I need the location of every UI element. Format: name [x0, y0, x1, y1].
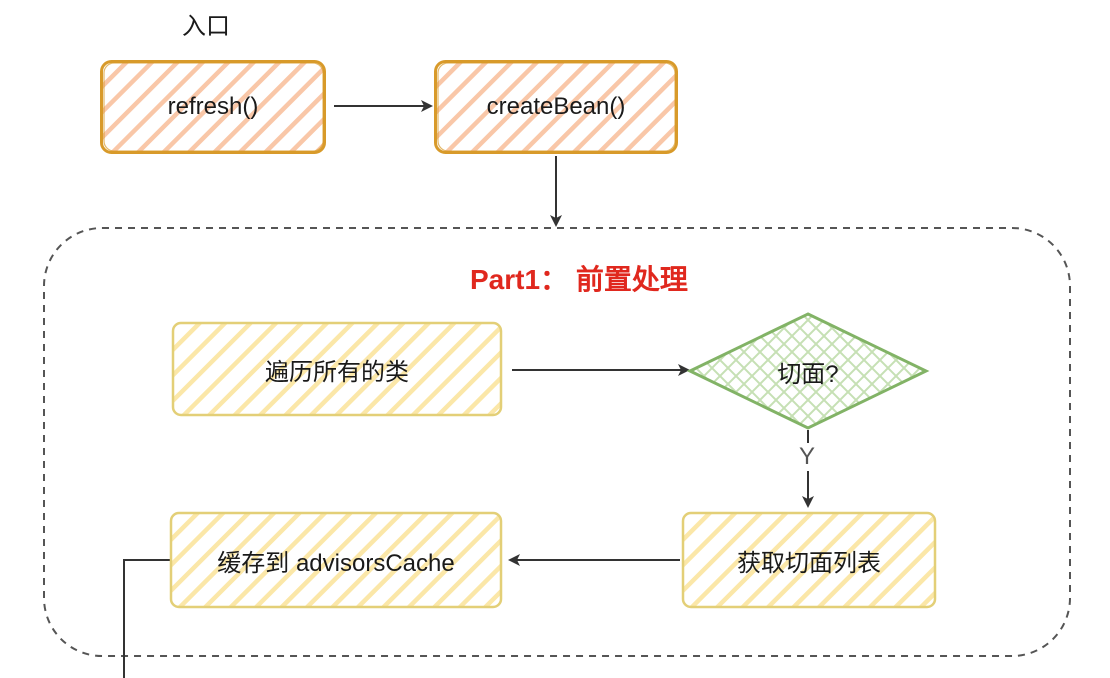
cache-advisors-node-shape	[169, 511, 503, 609]
is-aspect-decision: 切面?	[686, 312, 930, 430]
part1-title: Part1： 前置处理	[470, 264, 688, 295]
is-aspect-decision-shape	[686, 312, 930, 430]
part1-group-border	[43, 227, 1071, 657]
createbean-node-shape	[434, 60, 678, 154]
traverse-classes-label: 遍历所有的类	[265, 358, 409, 386]
refresh-node-label: refresh()	[167, 93, 259, 120]
refresh-node-shape	[100, 60, 326, 154]
refresh-node: refresh()	[100, 60, 326, 154]
entry-label: 入口	[182, 13, 230, 40]
get-aspects-node: 获取切面列表	[681, 511, 937, 609]
createbean-node: createBean()	[434, 60, 678, 154]
line-cache-exit	[123, 559, 170, 678]
createbean-node-label: createBean()	[486, 93, 626, 120]
is-aspect-label: 切面?	[777, 360, 839, 388]
traverse-classes-node: 遍历所有的类	[171, 321, 503, 417]
get-aspects-label: 获取切面列表	[737, 549, 881, 577]
traverse-classes-node-shape	[171, 321, 503, 417]
cache-advisors-label: 缓存到 advisorsCache	[217, 549, 455, 577]
get-aspects-node-shape	[681, 511, 937, 609]
yes-edge-label: Y	[797, 443, 818, 471]
cache-advisors-node: 缓存到 advisorsCache	[169, 511, 503, 609]
